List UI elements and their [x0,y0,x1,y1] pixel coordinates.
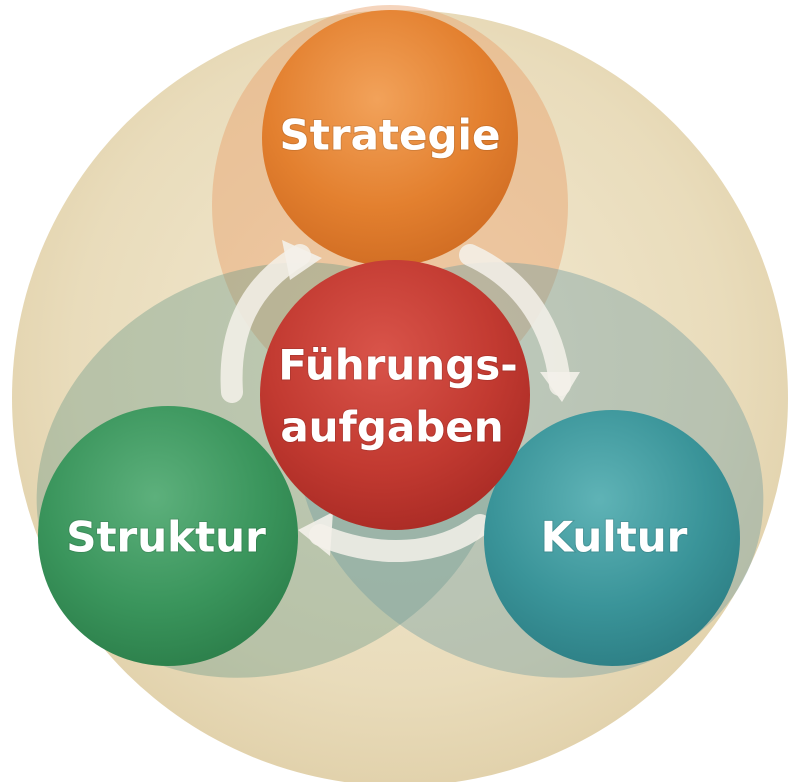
sphere-kultur [484,410,740,666]
cycle-arrows [220,244,571,563]
label-center-line1: Führungs- [278,341,517,390]
label-strategie: Strategie [280,111,501,160]
arrowhead-strategie [282,240,322,280]
label-kultur: Kultur [541,513,688,562]
label-struktur: Struktur [66,513,266,562]
arrowhead-kultur [540,372,580,402]
label-center-line2: aufgaben [280,403,503,452]
arrow-to-kultur [459,244,571,396]
cycle-arrowheads [282,240,580,556]
arrow-to-struktur [309,514,491,563]
sphere-struktur [38,406,298,666]
arrow-to-strategie [220,244,311,403]
sphere-center [260,260,530,530]
arrowhead-struktur [298,512,333,556]
sphere-strategie [262,10,518,266]
